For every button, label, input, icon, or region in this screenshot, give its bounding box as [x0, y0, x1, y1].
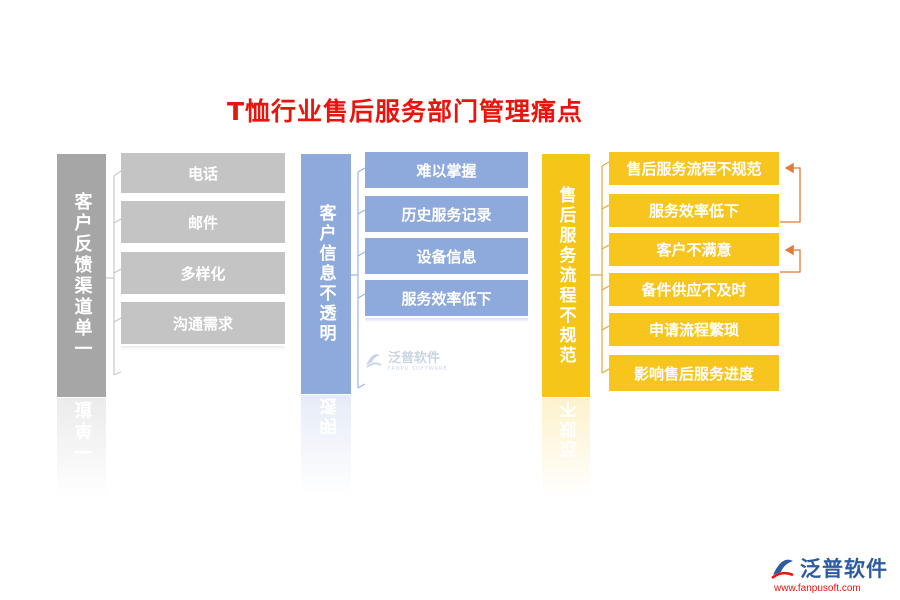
feedback-arrows — [780, 162, 801, 273]
watermark-logo-icon — [366, 353, 382, 368]
group-head-reflection: 明透 — [301, 395, 351, 495]
blue-fade — [365, 318, 528, 322]
item-diversified: 多样化 — [121, 252, 285, 294]
group-head-reflection: 范规不 — [542, 398, 590, 498]
gray-bracket — [106, 170, 122, 376]
blue-bracket — [351, 167, 366, 389]
brand-logo-icon — [771, 559, 794, 580]
item-low-efficiency: 服务效率低下 — [609, 194, 779, 227]
item-service-history: 历史服务记录 — [365, 196, 528, 232]
item-low-efficiency: 服务效率低下 — [365, 280, 528, 316]
item-customer-unsatisfied: 客户不满意 — [609, 233, 779, 266]
item-email: 邮件 — [121, 201, 285, 243]
group-head-reflection: 一单道 — [57, 398, 106, 498]
group-head-feedback-channel: 客户反馈渠道单一 — [57, 154, 106, 397]
item-phone: 电话 — [121, 153, 285, 193]
item-affects-progress: 影响售后服务进度 — [609, 355, 779, 391]
item-communication-needs: 沟通需求 — [121, 302, 285, 344]
group-head-info-opaque: 客户信息不透明 — [301, 154, 351, 394]
item-device-info: 设备信息 — [365, 238, 528, 274]
brand-logo: 泛普软件 — [768, 553, 888, 583]
gray-fade — [121, 346, 285, 350]
item-hard-to-grasp: 难以掌握 — [365, 152, 528, 188]
brand-url: www.fanpusoft.com — [774, 583, 861, 594]
yellow-bracket — [590, 161, 610, 374]
watermark: 泛普软件 FANPU SOFTWARE — [362, 347, 448, 372]
item-process-irregular: 售后服务流程不规范 — [609, 152, 779, 185]
diagram-title: T恤行业售后服务部门管理痛点 — [227, 97, 584, 126]
item-parts-supply-late: 备件供应不及时 — [609, 273, 779, 306]
group-head-process-irregular: 售后服务流程不规范 — [542, 154, 590, 397]
item-cumbersome-application: 申请流程繁琐 — [609, 313, 779, 346]
